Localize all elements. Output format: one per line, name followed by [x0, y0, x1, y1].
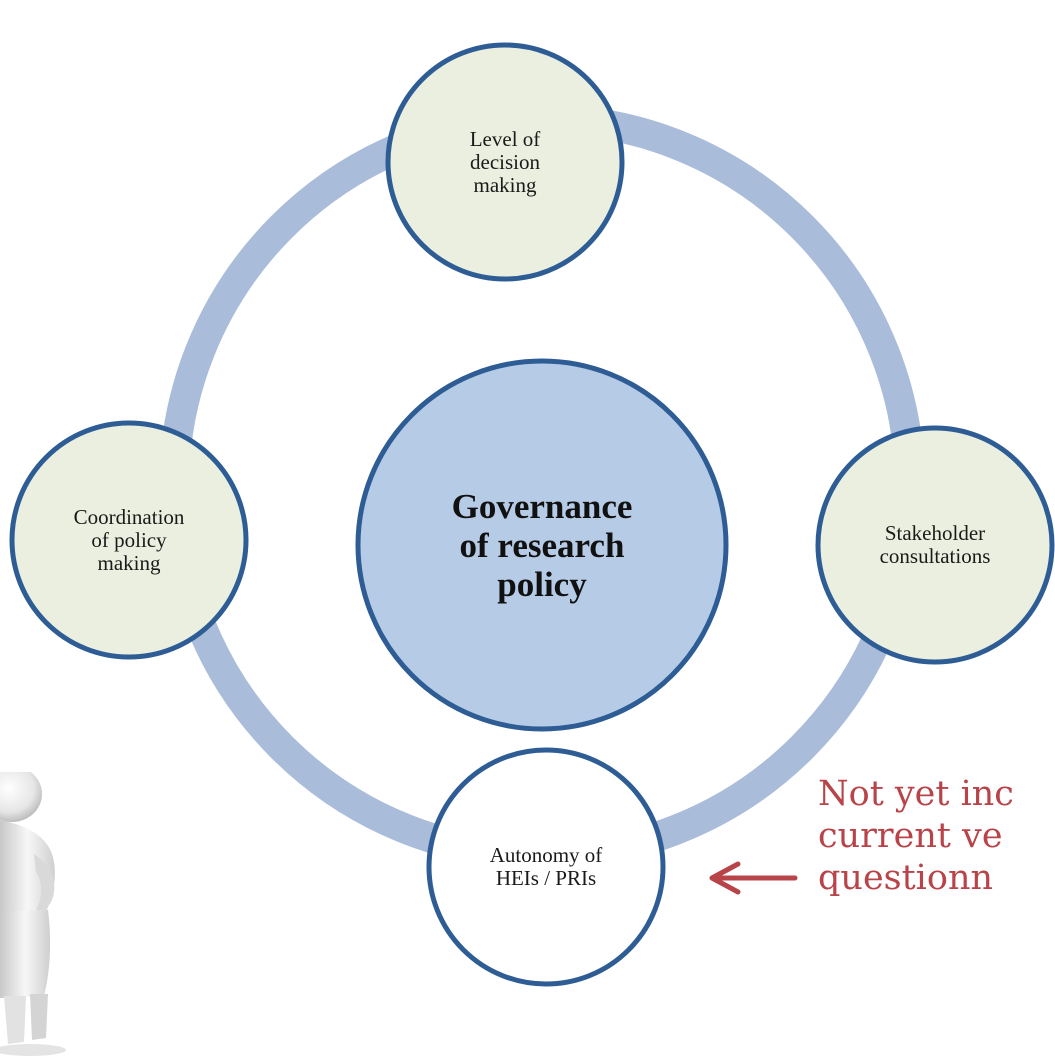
- note-text: Not yet inc current ve questionn: [818, 774, 1014, 898]
- node-circle-right: [815, 425, 1055, 665]
- center-circle: [355, 358, 729, 732]
- node-circle-bottom: [426, 747, 666, 987]
- 3d-person-figure-icon: [0, 772, 66, 1056]
- node-circle-top: [385, 42, 625, 282]
- node-label-top: Level of decision making: [469, 126, 541, 197]
- node-label-left: Coordination of policy making: [73, 504, 185, 575]
- node-circle-left: [9, 420, 249, 660]
- node-label-right: Stakeholder consultations: [879, 521, 991, 568]
- node-label-bottom: Autonomy of HEIs / PRIs: [489, 843, 603, 890]
- left-arrow-icon: [709, 861, 798, 895]
- center-label: Governance of research policy: [451, 486, 633, 604]
